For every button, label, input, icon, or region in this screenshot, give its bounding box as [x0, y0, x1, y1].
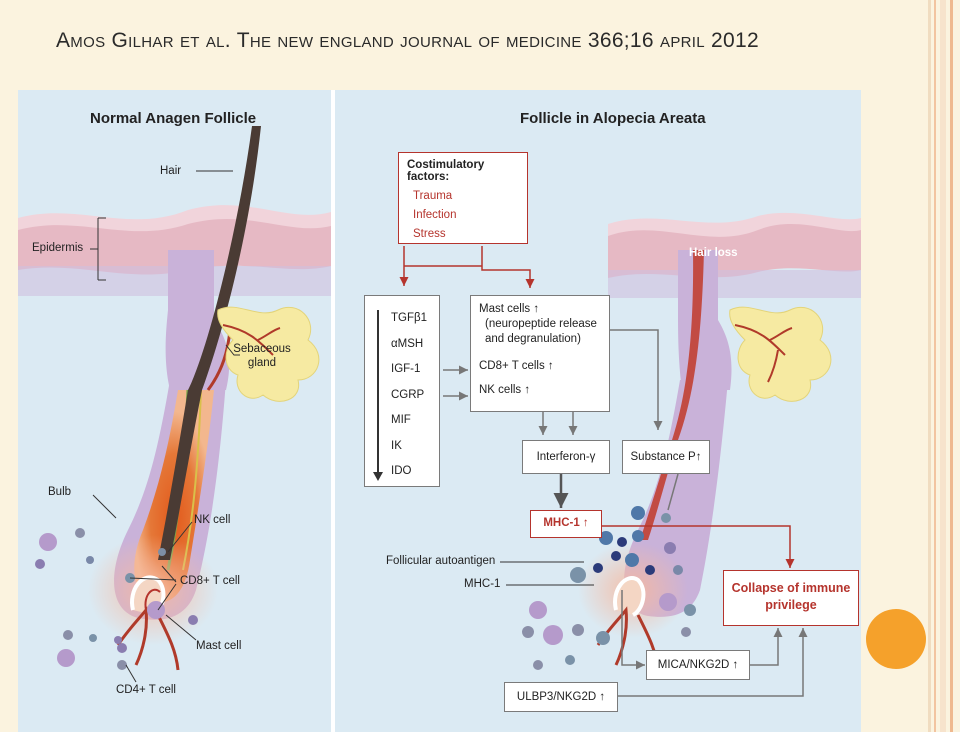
- follicular-autoantigen-label: Follicular autoantigen: [386, 555, 496, 567]
- left-leader-lines: [90, 170, 240, 683]
- orange-circle-decoration: [866, 609, 926, 669]
- mast-cells-detail-1: (neuropeptide release: [485, 318, 597, 330]
- flow-arrows: [399, 246, 808, 697]
- collapse-line-2: privilege: [765, 598, 817, 612]
- sebaceous-gland-label: Sebaceous gland: [233, 343, 291, 369]
- left-sebaceous-gland: [217, 306, 320, 402]
- costimulatory-factors-box: Costimulatory factors: Trauma Infection …: [398, 152, 528, 244]
- costimulatory-heading: Costimulatory factors:: [407, 159, 485, 183]
- factor-tgfb1: TGFβ1: [391, 312, 428, 324]
- nk-cells-up: NK cells ↑: [479, 384, 531, 396]
- mhc1-up-box: MHC-1 ↑: [530, 510, 602, 538]
- downward-arrow-head: [372, 472, 383, 481]
- nk-cell-label: NK cell: [194, 514, 231, 526]
- cd8-t-cell-label: CD8+ T cell: [180, 575, 240, 587]
- mast-cells-detail-2: and degranulation): [485, 333, 581, 345]
- mica-nkg2d-box: MICA/NKG2D ↑: [646, 650, 750, 680]
- right-follicle: [578, 250, 732, 671]
- right-skin-layer: [608, 212, 861, 298]
- hair-label: Hair: [160, 165, 182, 177]
- costimulatory-item-trauma: Trauma: [413, 190, 453, 202]
- left-skin-layer: [18, 205, 331, 296]
- factor-mif: MIF: [391, 414, 411, 426]
- collapse-immune-privilege-box: Collapse of immune privilege: [723, 570, 859, 626]
- left-hair-shaft: [158, 126, 261, 560]
- factor-cgrp: CGRP: [391, 388, 425, 401]
- substance-p-box: Substance P↑: [622, 440, 710, 474]
- collapse-line-1: Collapse of immune: [731, 581, 851, 595]
- right-immune-cells: [522, 506, 696, 670]
- slide-title: Amos Gilhar et al. The new england journ…: [56, 29, 759, 52]
- immune-privilege-factors-box: TGFβ1 αMSH IGF-1 CGRP MIF IK IDO: [364, 295, 440, 487]
- factor-ido: IDO: [391, 465, 412, 477]
- right-decorative-stripes: [928, 0, 960, 732]
- factor-igf1: IGF-1: [391, 363, 421, 375]
- interferon-gamma-box: Interferon-γ: [522, 440, 610, 474]
- left-immune-cells: [35, 528, 198, 670]
- mast-cells-up: Mast cells ↑: [479, 303, 540, 315]
- cd4-t-cell-label: CD4+ T cell: [116, 684, 176, 696]
- immune-cells-box: Mast cells ↑ (neuropeptide release and d…: [470, 295, 610, 412]
- downward-arrow-line: [377, 310, 379, 478]
- right-panel-title: Follicle in Alopecia Areata: [520, 110, 706, 127]
- left-panel-title: Normal Anagen Follicle: [90, 110, 257, 127]
- bulb-label: Bulb: [48, 486, 72, 498]
- costimulatory-item-infection: Infection: [413, 209, 457, 221]
- mast-cell-label: Mast cell: [196, 640, 242, 652]
- costimulatory-item-stress: Stress: [413, 228, 446, 240]
- cd8-t-cells-up: CD8+ T cells ↑: [479, 360, 554, 372]
- factor-ik: IK: [391, 439, 402, 452]
- ulbp3-nkg2d-box: ULBP3/NKG2D ↑: [504, 682, 618, 712]
- epidermis-label: Epidermis: [32, 242, 84, 254]
- hair-loss-label: Hair loss: [689, 247, 738, 259]
- right-sebaceous-gland: [729, 306, 832, 402]
- factor-amsh: αMSH: [391, 337, 424, 350]
- figure: Normal Anagen Follicle Hair Epidermis Se…: [18, 90, 861, 732]
- right-leader-lines: [500, 561, 594, 586]
- mhc1-label: MHC-1: [464, 578, 501, 590]
